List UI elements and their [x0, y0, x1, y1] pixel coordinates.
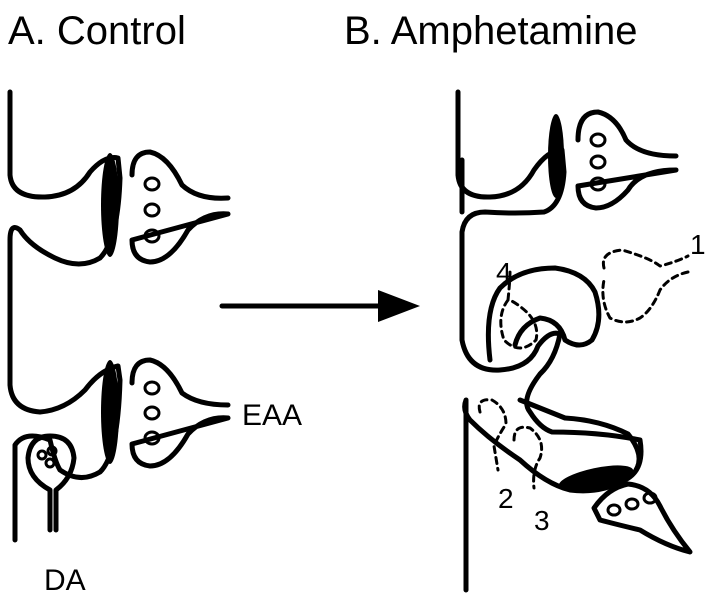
retracted-terminal-2 [477, 398, 508, 472]
vesicle [46, 445, 58, 457]
eaa-terminal-b-upper [575, 109, 679, 211]
vesicle [624, 497, 640, 511]
vesicle [143, 405, 161, 421]
dendrite-a [7, 89, 123, 543]
vesicle [143, 430, 161, 446]
vesicle [589, 132, 607, 148]
label-1: 1 [690, 229, 706, 260]
psd-a-lower [101, 360, 119, 464]
spine-b-lower [517, 397, 642, 473]
label-3: 3 [534, 505, 550, 536]
vesicle [36, 449, 48, 461]
vesicle [589, 176, 607, 192]
vesicle [589, 154, 607, 170]
label-2: 2 [498, 483, 514, 514]
transition-arrow [219, 290, 420, 322]
retracted-terminal-3 [512, 425, 544, 490]
vesicle [143, 176, 161, 192]
panel-a-control: EAA DA [7, 89, 302, 597]
psd-b-upper [548, 114, 564, 198]
da-label: DA [44, 564, 86, 597]
panel-b-title: B. Amphetamine [344, 9, 638, 53]
vesicle [606, 503, 622, 517]
vesicle [44, 457, 56, 469]
eaa-terminal-b-lower [591, 481, 693, 555]
retracted-terminal-4 [499, 270, 539, 350]
label-4: 4 [496, 257, 512, 288]
eaa-terminal-a-upper [129, 149, 231, 265]
vesicle [143, 228, 161, 244]
psd-b-lower [558, 465, 634, 491]
spine-b-middle [485, 265, 602, 363]
vesicle [143, 202, 161, 218]
panel-a-title: A. Control [8, 9, 186, 53]
retracted-terminal-1 [601, 248, 690, 324]
vesicle [642, 491, 658, 505]
eaa-label: EAA [242, 399, 302, 432]
psd-a-upper [101, 153, 119, 257]
vesicle [143, 380, 161, 396]
panel-b-amphetamine: 1 4 2 3 [455, 89, 706, 593]
da-terminal [25, 433, 77, 533]
eaa-terminal-a-lower [129, 357, 231, 469]
